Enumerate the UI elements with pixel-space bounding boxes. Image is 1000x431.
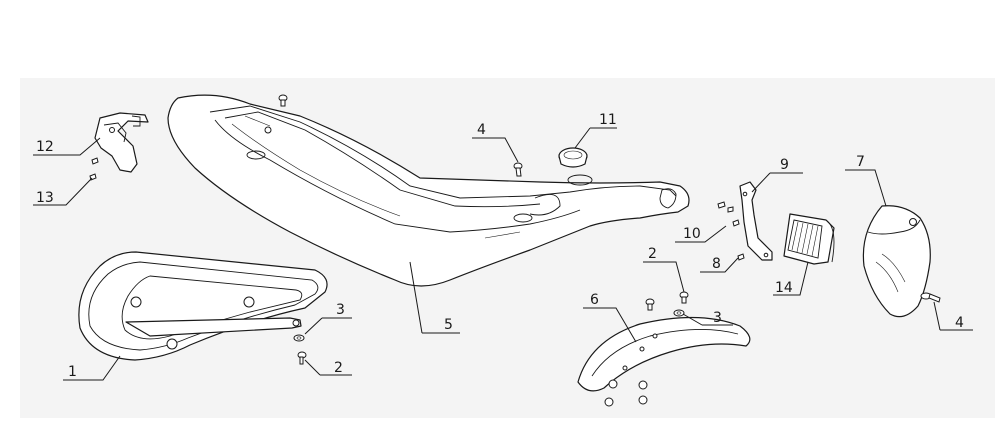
callout-4-upper: 4 [477,122,486,138]
fender-nuts [604,379,648,407]
part-7-side-cover [862,205,931,318]
callout-6: 6 [590,292,599,308]
part-10-screw [717,201,740,227]
callout-9: 9 [780,157,789,173]
callout-3-left: 3 [336,302,345,318]
callout-12: 12 [36,139,54,155]
callout-labels: 12 13 1 3 2 5 4 11 9 10 8 14 2 3 6 7 4 [36,112,964,380]
part-3-washer-left [293,334,305,342]
callout-2-right: 2 [648,246,657,262]
callout-2-left: 2 [334,360,343,376]
callout-13: 13 [36,190,54,206]
callout-5: 5 [444,317,453,333]
part-3-washer-right [673,309,685,317]
part-1-chain-guard [78,251,328,361]
callout-1: 1 [68,364,77,380]
part-8-screw [737,253,745,261]
small-screw-near-fender [645,298,655,311]
part-6-fender [577,316,751,392]
callout-7: 7 [856,154,865,170]
callout-10: 10 [683,226,701,242]
part-11-cap [558,147,588,168]
leader-lines [33,127,973,381]
callout-14: 14 [775,280,793,296]
callout-3-right: 3 [713,310,722,326]
part-4-screw-right [920,292,941,303]
callout-11: 11 [599,112,617,128]
part-5-main-cover [167,94,690,287]
part-2-screw-left [297,351,307,365]
callout-8: 8 [712,256,721,272]
part-14-filter [783,213,835,265]
callout-4-right: 4 [955,315,964,331]
part-9-bracket [739,181,773,261]
part-4-screw-upper [513,162,523,177]
screw-top [278,94,288,107]
part-12-front-bracket [94,112,149,173]
